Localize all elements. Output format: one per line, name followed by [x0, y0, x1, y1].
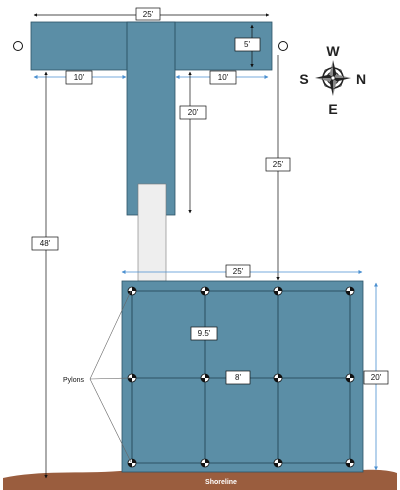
pylon-icon — [200, 458, 210, 468]
dim-box-total-length — [31, 236, 59, 251]
dim-box-platform-depth — [363, 370, 389, 385]
dim-box-top-depth — [234, 37, 261, 52]
walkway-deck — [126, 21, 176, 216]
compass-west-label: W — [326, 43, 340, 59]
compass-north-label: N — [356, 71, 366, 87]
pylon-icon — [200, 373, 210, 383]
pylon-icon — [127, 286, 137, 296]
dim-label-pylon-spacing-x: 9.5' — [198, 329, 211, 338]
dim-box-offset — [265, 157, 291, 172]
dim-label-platform-depth: 20' — [371, 373, 382, 382]
pylons-callout-lines — [89, 290, 132, 463]
compass-rose-icon — [315, 60, 351, 96]
dim-label-walkway: 20' — [188, 108, 199, 117]
pylon-icon — [200, 286, 210, 296]
compass-south-label: S — [299, 71, 308, 87]
mooring-ring-right — [278, 41, 288, 51]
mooring-ring-left — [13, 41, 23, 51]
dim-box-pylon-spacing-y — [225, 370, 251, 385]
pylons-label: Pylons — [63, 377, 85, 384]
access-ramp — [137, 183, 167, 282]
dock-deck — [30, 21, 364, 473]
dim-box-platform-width — [225, 264, 251, 278]
shoreline-ground — [3, 469, 397, 490]
pylon-icon — [273, 458, 283, 468]
pylon-icon — [345, 373, 355, 383]
compass-east-label: E — [328, 101, 337, 117]
dim-box-top-width — [135, 7, 161, 21]
dim-label-top-width: 25' — [143, 10, 154, 19]
pylon-icon — [345, 286, 355, 296]
dim-box-walkway — [179, 105, 207, 120]
dim-box-pylon-spacing-x — [190, 326, 218, 341]
dim-box-right-wing — [209, 70, 237, 85]
pylon-icon — [273, 373, 283, 383]
dim-label-total-length: 48' — [40, 239, 51, 248]
dim-label-offset: 25' — [273, 160, 284, 169]
shoreline-label: Shoreline — [205, 479, 237, 486]
pylon-markers — [127, 286, 355, 468]
dim-label-left-wing: 10' — [74, 73, 85, 82]
dim-label-top-depth: 5' — [244, 40, 250, 49]
pylon-icon — [273, 286, 283, 296]
dim-box-left-wing — [65, 70, 93, 85]
dim-label-platform-width: 25' — [233, 267, 244, 276]
pylon-icon — [345, 458, 355, 468]
dim-label-right-wing: 10' — [218, 73, 229, 82]
dim-label-pylon-spacing-y: 8' — [235, 373, 241, 382]
pylon-icon — [127, 458, 137, 468]
